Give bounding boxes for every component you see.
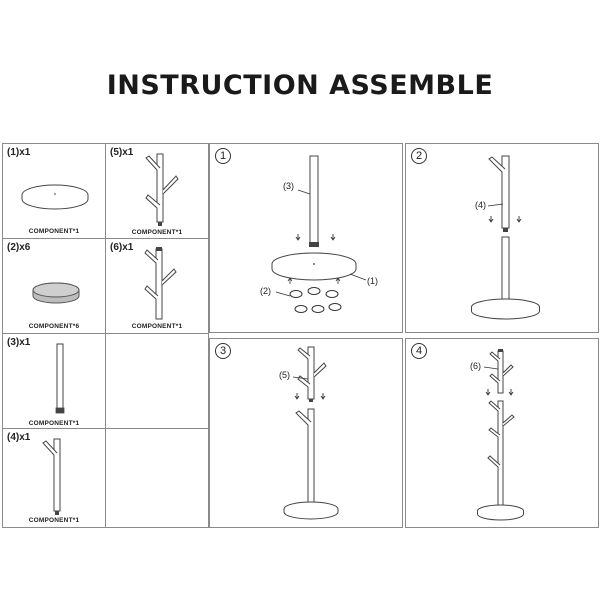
step-4-illustration xyxy=(477,349,524,521)
empty-cell xyxy=(105,428,209,528)
callout-label: (3) xyxy=(283,181,294,191)
component-cell-5: (5)x1 COMPONENT*1 xyxy=(105,143,209,239)
callout-label: (4) xyxy=(475,200,486,210)
upper-pole-icon xyxy=(145,153,179,226)
top-pole-icon xyxy=(144,247,177,320)
step-2-panel: 2 (4) xyxy=(405,143,599,333)
component-label: (2)x6 xyxy=(7,242,31,253)
component-label: (1)x1 xyxy=(7,147,31,158)
step-3-panel: 3 (5) xyxy=(209,338,403,528)
component-caption: COMPONENT*6 xyxy=(28,323,80,330)
component-cell-6: (6)x1 COMPONENT*1 xyxy=(105,238,209,334)
component-caption: COMPONENT*1 xyxy=(131,229,183,236)
bottom-pole-icon xyxy=(55,343,65,414)
component-cell-2: (2)x6 COMPONENT*6 xyxy=(2,238,106,334)
step-number: 3 xyxy=(215,343,231,359)
step-2-illustration xyxy=(471,155,540,320)
step-number: 1 xyxy=(215,148,231,164)
component-label: (5)x1 xyxy=(110,147,134,158)
foot-pad-icon xyxy=(32,282,80,304)
callout-label: (1) xyxy=(367,276,378,286)
component-label: (4)x1 xyxy=(7,432,31,443)
step-1-illustration xyxy=(271,155,367,313)
component-caption: COMPONENT*1 xyxy=(28,517,80,524)
step-3-illustration xyxy=(283,346,339,520)
component-label: (6)x1 xyxy=(110,242,134,253)
component-caption: COMPONENT*1 xyxy=(28,420,80,427)
component-caption: COMPONENT*1 xyxy=(28,228,80,235)
step-1-panel: 1 (3) (1) (2) xyxy=(209,143,403,333)
step-4-panel: 4 (6) xyxy=(405,338,599,528)
step-number: 2 xyxy=(411,148,427,164)
callout-label: (5) xyxy=(279,370,290,380)
middle-pole-icon xyxy=(42,438,61,515)
callout-label: (2) xyxy=(260,286,271,296)
component-caption: COMPONENT*1 xyxy=(131,323,183,330)
empty-cell xyxy=(105,333,209,429)
base-disc-icon xyxy=(21,184,89,210)
component-cell-1: (1)x1 COMPONENT*1 xyxy=(2,143,106,239)
component-cell-4: (4)x1 COMPONENT*1 xyxy=(2,428,106,528)
step-number: 4 xyxy=(411,343,427,359)
callout-label: (6) xyxy=(470,361,481,371)
component-label: (3)x1 xyxy=(7,337,31,348)
page-title: INSTRUCTION ASSEMBLE xyxy=(106,70,494,101)
component-cell-3: (3)x1 COMPONENT*1 xyxy=(2,333,106,429)
